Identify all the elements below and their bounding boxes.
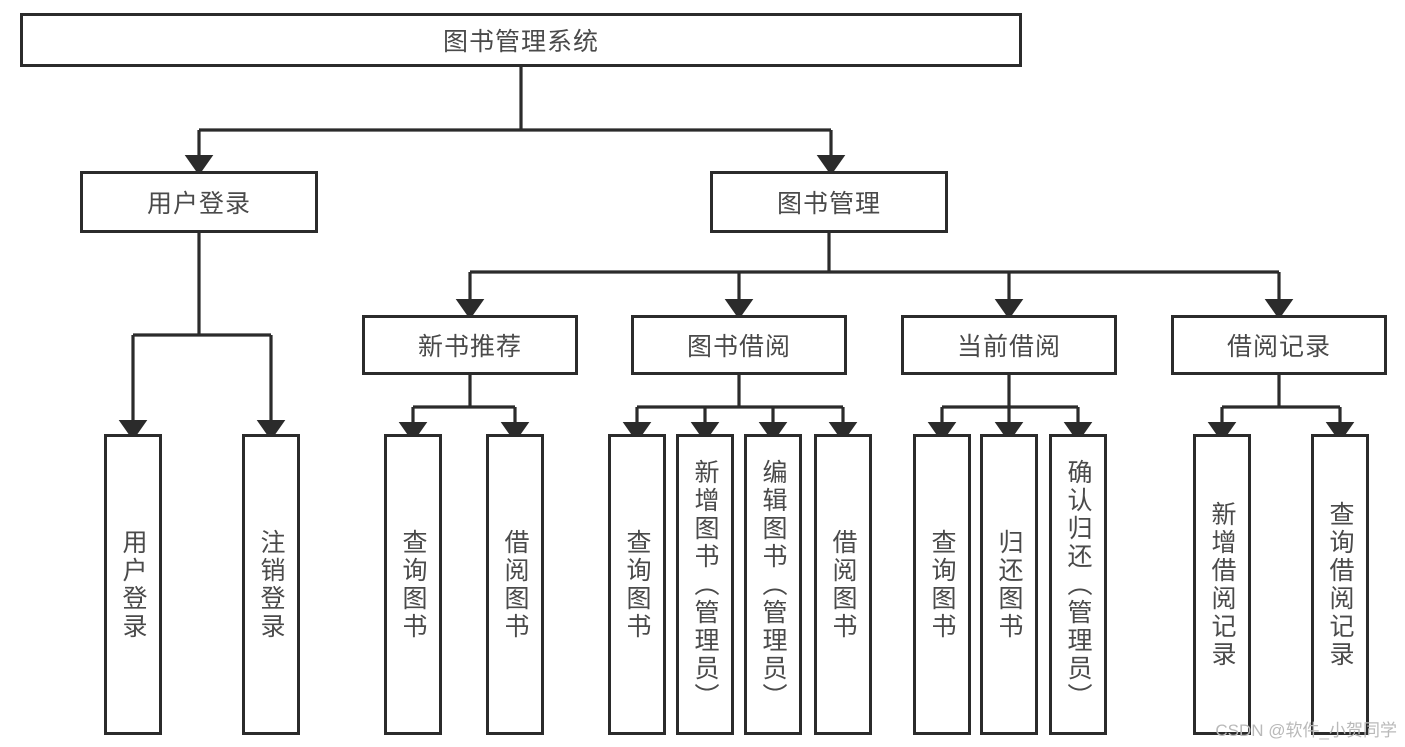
node-new-book-recommend[interactable]: 新书推荐 [362, 315, 578, 375]
node-book-management-label: 图书管理 [776, 190, 881, 218]
node-borrow-record-label: 借阅记录 [1226, 333, 1331, 361]
leaf-borrow-add-book-admin[interactable]: 新增图书（管理员） [676, 434, 734, 735]
node-user-login[interactable]: 用户登录 [80, 171, 318, 233]
leaf-current-return-book[interactable]: 归还图书 [980, 434, 1038, 735]
leaf-borrow-borrow-book[interactable]: 借阅图书 [814, 434, 872, 735]
leaf-label: 注销登录 [257, 528, 285, 641]
leaf-user-login-login[interactable]: 用户登录 [104, 434, 162, 735]
node-book-management[interactable]: 图书管理 [710, 171, 948, 233]
leaf-recommend-borrow-book[interactable]: 借阅图书 [486, 434, 544, 735]
node-book-borrow-label: 图书借阅 [686, 333, 791, 361]
leaf-label: 确认归还（管理员） [1064, 458, 1092, 711]
leaf-label: 查询图书 [399, 528, 427, 641]
leaf-label: 用户登录 [119, 528, 147, 641]
node-current-borrow-label: 当前借阅 [956, 333, 1061, 361]
leaf-user-login-logout[interactable]: 注销登录 [242, 434, 300, 735]
leaf-label: 新增借阅记录 [1208, 500, 1236, 669]
node-book-borrow[interactable]: 图书借阅 [631, 315, 847, 375]
leaf-label: 归还图书 [995, 528, 1023, 641]
leaf-label: 查询借阅记录 [1326, 500, 1354, 669]
leaf-borrow-edit-book-admin[interactable]: 编辑图书（管理员） [744, 434, 802, 735]
leaf-label: 查询图书 [928, 528, 956, 641]
leaf-label: 借阅图书 [501, 528, 529, 641]
node-new-book-recommend-label: 新书推荐 [417, 333, 522, 361]
node-root[interactable]: 图书管理系统 [20, 13, 1022, 67]
node-root-label: 图书管理系统 [442, 28, 599, 56]
leaf-label: 新增图书（管理员） [691, 458, 719, 711]
leaf-record-add-record[interactable]: 新增借阅记录 [1193, 434, 1251, 735]
leaf-current-confirm-return-admin[interactable]: 确认归还（管理员） [1049, 434, 1107, 735]
leaf-current-query-book[interactable]: 查询图书 [913, 434, 971, 735]
watermark: CSDN @软件_小贺同学 [1215, 721, 1397, 740]
node-current-borrow[interactable]: 当前借阅 [901, 315, 1117, 375]
leaf-label: 借阅图书 [829, 528, 857, 641]
leaf-record-query-record[interactable]: 查询借阅记录 [1311, 434, 1369, 735]
leaf-borrow-query-book[interactable]: 查询图书 [608, 434, 666, 735]
node-user-login-label: 用户登录 [146, 190, 251, 218]
node-borrow-record[interactable]: 借阅记录 [1171, 315, 1387, 375]
leaf-label: 查询图书 [623, 528, 651, 641]
leaf-label: 编辑图书（管理员） [759, 458, 787, 711]
leaf-recommend-query-book[interactable]: 查询图书 [384, 434, 442, 735]
